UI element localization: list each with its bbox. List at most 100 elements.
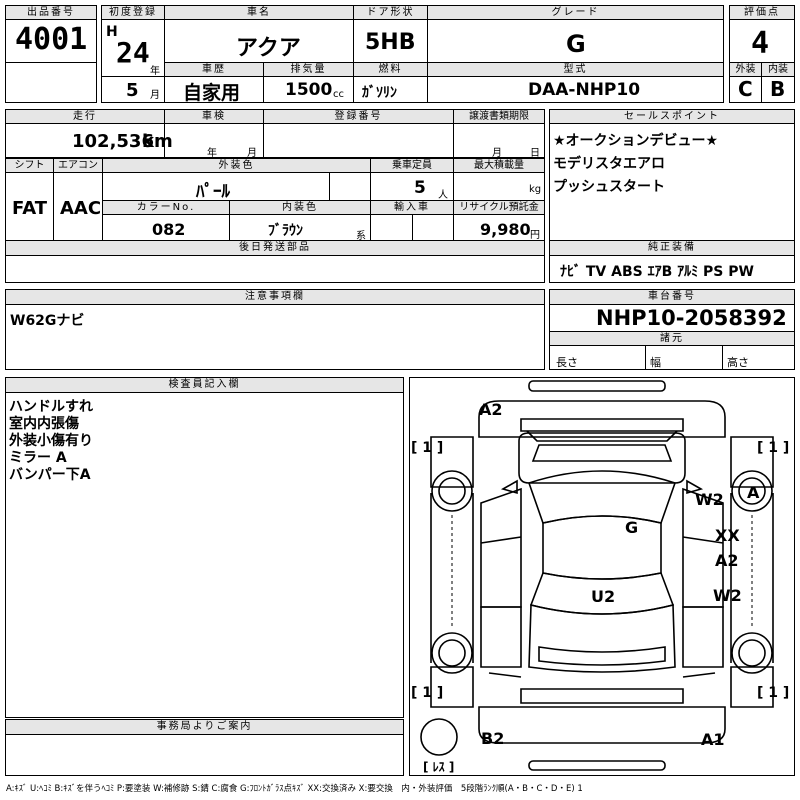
- ac-label: エアコン: [53, 158, 103, 173]
- color-label: 外装色: [102, 158, 371, 173]
- legend-text: A:ｷｽﾞ U:ﾍｺﾐ B:ｷｽﾞを伴うﾍｺﾐ P:要塗装 W:補修跡 S:錆 …: [6, 784, 583, 794]
- door-value: 5HB: [365, 30, 416, 55]
- type-label: 型式: [427, 62, 724, 77]
- first-reg-label: 初度登録: [101, 5, 165, 20]
- equipment-box: [549, 255, 795, 283]
- shift-value: FAT: [12, 198, 48, 219]
- fuel-value: ｶﾞｿﾘﾝ: [362, 85, 397, 101]
- notes-value: W62Gナビ: [10, 313, 85, 329]
- grade-label: グレード: [427, 5, 724, 20]
- tire-tl-label: [ 1 ]: [411, 440, 443, 456]
- mark-a-mirror: A: [747, 483, 760, 502]
- seats-unit: 人: [438, 190, 448, 201]
- mileage-label: 走行: [5, 109, 165, 124]
- sales-point-3: プッシュスタート: [553, 179, 665, 195]
- fuel-label: 燃料: [353, 62, 428, 77]
- mark-b2: B2: [481, 729, 504, 748]
- tire-bl-label: [ 1 ]: [411, 685, 443, 701]
- score-value: 4: [751, 26, 770, 61]
- chassis-label: 車台番号: [549, 289, 795, 305]
- load-label: 最大積載量: [453, 158, 545, 173]
- shift-label: シフト: [5, 158, 54, 173]
- mark-a2-side: A2: [715, 551, 739, 570]
- notes-box: [5, 304, 545, 370]
- recycle-unit: 円: [530, 230, 540, 241]
- transfer-month: 月: [492, 148, 502, 159]
- later-parts-box: [5, 255, 545, 283]
- mark-xx: XX: [715, 526, 740, 545]
- tire-tr-label: [ 1 ]: [757, 440, 789, 456]
- displacement-value: 1500: [285, 80, 333, 100]
- inspector-box: [5, 392, 404, 718]
- seats-label: 乗車定員: [370, 158, 454, 173]
- interior-unit: 系: [356, 231, 366, 242]
- mark-g-roof: G: [625, 518, 638, 537]
- chassis-value: NHP10-2058392: [596, 306, 787, 330]
- year-value: 24: [116, 36, 150, 69]
- color-value: ﾊﾟｰﾙ: [196, 182, 230, 202]
- dims-box: [549, 345, 795, 370]
- month-unit: 月: [150, 90, 160, 101]
- recycle-label: リサイクル預託金: [453, 200, 545, 215]
- mark-w2-top: W2: [695, 490, 724, 509]
- regno-box: [263, 123, 454, 158]
- door-label: ドア形状: [353, 5, 428, 20]
- int-value: B: [770, 77, 786, 101]
- width-label: 幅: [650, 356, 661, 369]
- recycle-value: 9,980: [480, 220, 531, 239]
- inspection-month: 月: [247, 148, 257, 159]
- notes-label: 注意事項欄: [5, 289, 545, 305]
- int-label: 内装: [761, 62, 795, 77]
- mileage-value: 102,536: [72, 131, 154, 152]
- mileage-unit: km: [142, 131, 173, 152]
- inspector-label: 検査員記入欄: [5, 377, 404, 393]
- inspector-line-3: 外装小傷有り: [9, 433, 93, 449]
- length-label: 長さ: [556, 356, 578, 369]
- spare-label: [ ﾚｽ ]: [423, 760, 454, 774]
- transfer-box: [453, 123, 545, 158]
- type-box: [427, 76, 724, 103]
- inspector-line-1: ハンドルすれ: [9, 399, 93, 415]
- score-label: 評価点: [729, 5, 795, 20]
- transfer-label: 譲渡書類期限: [453, 109, 545, 124]
- sales-point-1: ★オークションデビュー★: [553, 133, 719, 149]
- ext-label: 外装: [729, 62, 762, 77]
- load-unit: kg: [529, 184, 542, 195]
- lot-empty-box: [5, 62, 97, 103]
- office-box: [5, 734, 404, 776]
- month-value: 5: [126, 80, 139, 101]
- inspection-label: 車検: [164, 109, 264, 124]
- car-diagram: [ 1 ] [ 1 ] [ 1 ] [ 1 ] [ ﾚｽ ] A2 G W2 A…: [411, 380, 789, 774]
- later-parts-label: 後日発送部品: [5, 240, 545, 256]
- ac-value: AAC: [60, 198, 102, 219]
- car-diagram-frame: [409, 377, 795, 776]
- ext-value: C: [738, 77, 753, 101]
- type-value: DAA-NHP10: [528, 80, 641, 100]
- int-box: [761, 76, 795, 103]
- inspector-line-4: ミラー A: [9, 450, 67, 466]
- sales-point-2: モデリスタエアロ: [553, 156, 665, 172]
- mark-u2: U2: [591, 587, 615, 606]
- displacement-label: 排気量: [263, 62, 354, 77]
- history-value: 自家用: [183, 82, 241, 104]
- model-label: 車名: [164, 5, 354, 20]
- inspector-line-5: バンパー下A: [9, 467, 91, 483]
- equipment-label: 純正装備: [549, 240, 795, 256]
- regno-label: 登録番号: [263, 109, 454, 124]
- inspector-line-2: 室内内張傷: [9, 416, 79, 432]
- year-unit: 年: [150, 66, 160, 77]
- transfer-day: 日: [530, 148, 540, 159]
- interior-label: 内装色: [229, 200, 371, 215]
- lot-label: 出品番号: [5, 5, 97, 20]
- seats-value: 5: [414, 178, 426, 198]
- mark-a1: A1: [701, 730, 725, 749]
- dims-label: 諸元: [549, 331, 795, 346]
- mark-a2-front: A2: [479, 400, 503, 419]
- model-value: アクア: [236, 36, 301, 61]
- era-value: H: [106, 24, 118, 40]
- import-label: 輸入車: [370, 200, 454, 215]
- mark-w2-side: W2: [713, 586, 742, 605]
- grade-value: G: [566, 30, 586, 58]
- interior-value: ﾌﾞﾗｳﾝ: [268, 223, 303, 239]
- equipment-items: ﾅﾋﾞ TV ABS ｴｱB ｱﾙﾐ PS PW: [560, 264, 754, 280]
